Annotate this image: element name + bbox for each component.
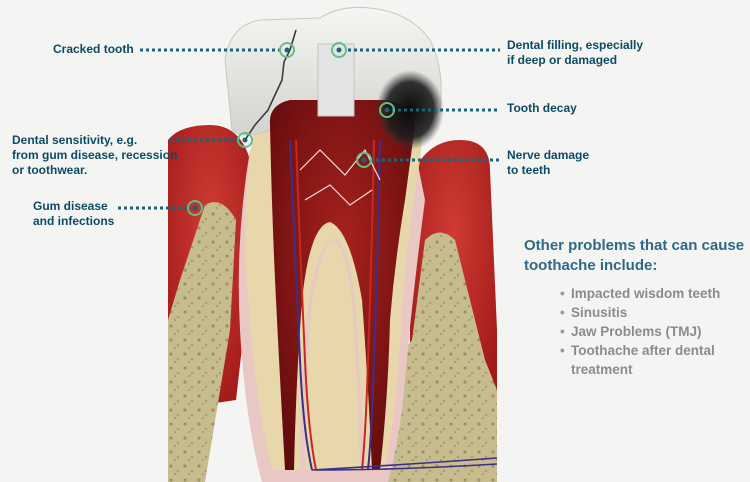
other-problems-list: Impacted wisdom teeth Sinusitis Jaw Prob…: [560, 284, 720, 379]
callout-cracked-tooth: Cracked tooth: [53, 42, 134, 57]
callout-gum-disease: Gum disease and infections: [33, 199, 114, 229]
callout-dental-sensitivity: Dental sensitivity, e.g. from gum diseas…: [12, 133, 177, 178]
list-item: Toothache after dental treatment: [560, 341, 720, 379]
list-item: Jaw Problems (TMJ): [560, 322, 720, 341]
callout-dental-filling: Dental filling, especially if deep or da…: [507, 38, 643, 68]
callout-tooth-decay: Tooth decay: [507, 101, 577, 116]
list-item: Sinusitis: [560, 303, 720, 322]
other-problems-heading: Other problems that can cause toothache …: [524, 236, 744, 276]
list-item: Impacted wisdom teeth: [560, 284, 720, 303]
callout-nerve-damage: Nerve damage to teeth: [507, 148, 589, 178]
dental-filling: [318, 44, 354, 116]
